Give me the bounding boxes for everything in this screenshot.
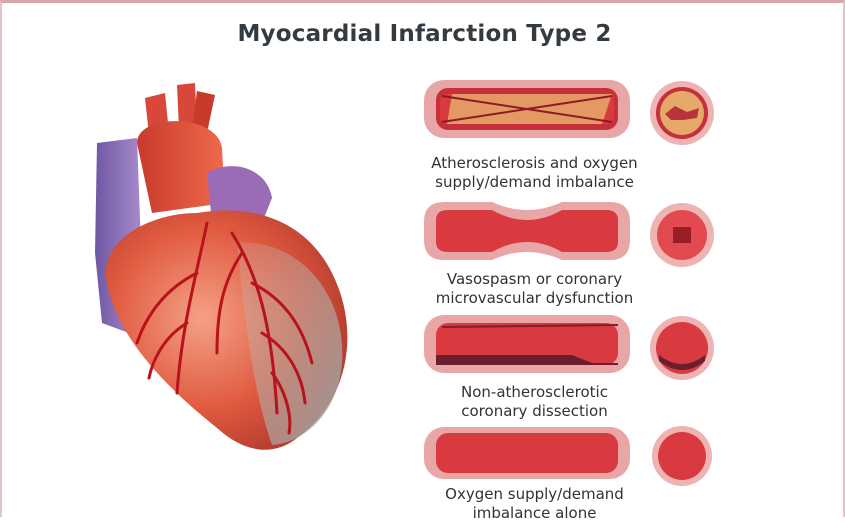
panel-atherosclerosis: Atherosclerosis and oxygen supply/demand… [407, 78, 737, 198]
plaque-cross-section-icon [647, 78, 717, 148]
caption-dissection: Non-atherosclerotic coronary dissection [407, 383, 662, 421]
panel-vasospasm: Vasospasm or coronary microvascular dysf… [407, 200, 737, 310]
caption-atherosclerosis: Atherosclerosis and oxygen supply/demand… [407, 154, 662, 192]
caption-line: coronary dissection [407, 402, 662, 421]
caption-line: supply/demand imbalance [407, 173, 662, 192]
caption-line: Atherosclerosis and oxygen [407, 154, 662, 173]
normal-cross-section-icon [647, 421, 717, 491]
caption-line: Non-atherosclerotic [407, 383, 662, 402]
caption-line: microvascular dysfunction [407, 289, 662, 308]
plaque-narrowed-artery-icon [422, 78, 632, 140]
constricted-artery-icon [422, 200, 632, 262]
caption-line: Vasospasm or coronary [407, 270, 662, 289]
dissected-artery-icon [422, 313, 632, 375]
caption-vasospasm: Vasospasm or coronary microvascular dysf… [407, 270, 662, 308]
narrowed-cross-section-icon [647, 200, 717, 270]
dissection-cross-section-icon [647, 313, 717, 383]
heart-illustration [57, 73, 377, 473]
normal-artery-icon [422, 423, 632, 485]
caption-line: imbalance alone [407, 504, 662, 523]
panel-dissection: Non-atherosclerotic coronary dissection [407, 313, 737, 423]
diagram-title: Myocardial Infarction Type 2 [2, 21, 845, 47]
caption-imbalance: Oxygen supply/demand imbalance alone [407, 485, 662, 523]
panel-imbalance: Oxygen supply/demand imbalance alone [407, 423, 737, 520]
caption-line: Oxygen supply/demand [407, 485, 662, 504]
